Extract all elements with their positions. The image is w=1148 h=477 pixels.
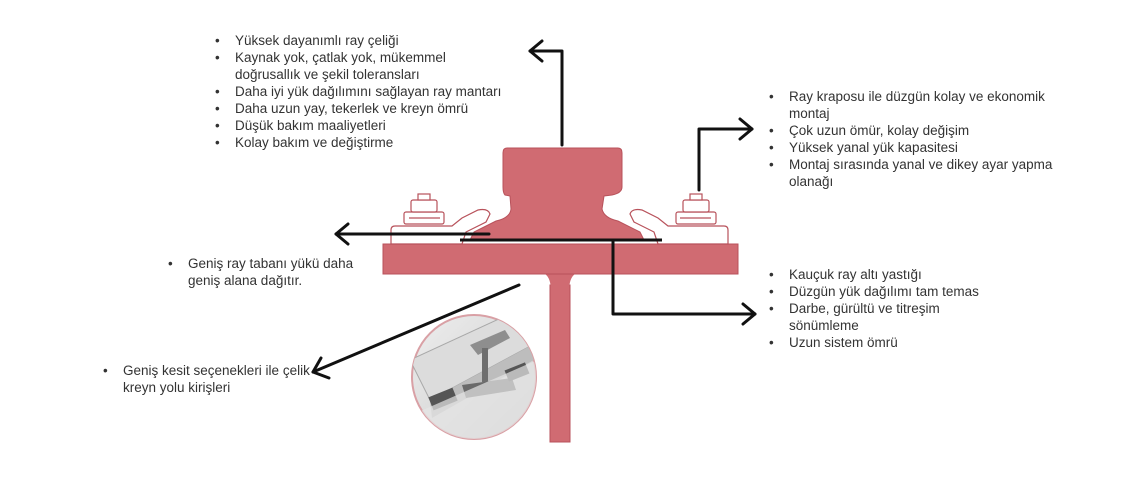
rail-web-fillet (545, 274, 575, 292)
list-item: Uzun sistem ömrü (767, 334, 1007, 351)
rubber-pad-features: Kauçuk ray altı yastığı Düzgün yük dağıl… (767, 266, 1007, 351)
rail-installation-photo-icon (411, 314, 537, 440)
list-item: Kauçuk ray altı yastığı (767, 266, 1007, 283)
base-plate (382, 243, 739, 275)
list-item: Daha iyi yük dağılımını sağlayan ray man… (213, 83, 513, 100)
list-item: Çok uzun ömür, kolay değişim (767, 122, 1067, 139)
list-item: Kaynak yok, çatlak yok, mükemmel doğrusa… (213, 49, 513, 83)
rail-cross-section-icon (469, 147, 645, 241)
crane-beam-note: Geniş kesit seçenekleri ile çelik kreyn … (101, 362, 338, 396)
list-item: Yüksek yanal yük kapasitesi (767, 139, 1067, 156)
rail-web (549, 284, 571, 443)
rail-head-features: Yüksek dayanımlı ray çeliği Kaynak yok, … (213, 32, 513, 151)
list-item: Daha uzun yay, tekerlek ve kreyn ömrü (213, 100, 513, 117)
list-item: Düşük bakım maaliyetleri (213, 117, 513, 134)
rail-clip-icon (629, 193, 729, 245)
arrow-clip (697, 117, 754, 192)
list-item: Düzgün yük dağılımı tam temas (767, 283, 1007, 300)
list-item: Kolay bakım ve değiştirme (213, 134, 513, 151)
arrow-rail-head (528, 39, 564, 147)
rail-base-note: Geniş ray tabanı yükü daha geniş alana d… (166, 255, 388, 289)
arrow-rail-base (334, 222, 491, 246)
arrow-rubber-pad (611, 239, 757, 326)
list-item: Darbe, gürültü ve titreşim sönümleme (767, 300, 1007, 334)
clip-features: Ray kraposu ile düzgün kolay ve ekonomik… (767, 88, 1067, 190)
list-item: Ray kraposu ile düzgün kolay ve ekonomik… (767, 88, 1067, 122)
list-item: Montaj sırasında yanal ve dikey ayar yap… (767, 156, 1067, 190)
list-item: Yüksek dayanımlı ray çeliği (213, 32, 513, 49)
